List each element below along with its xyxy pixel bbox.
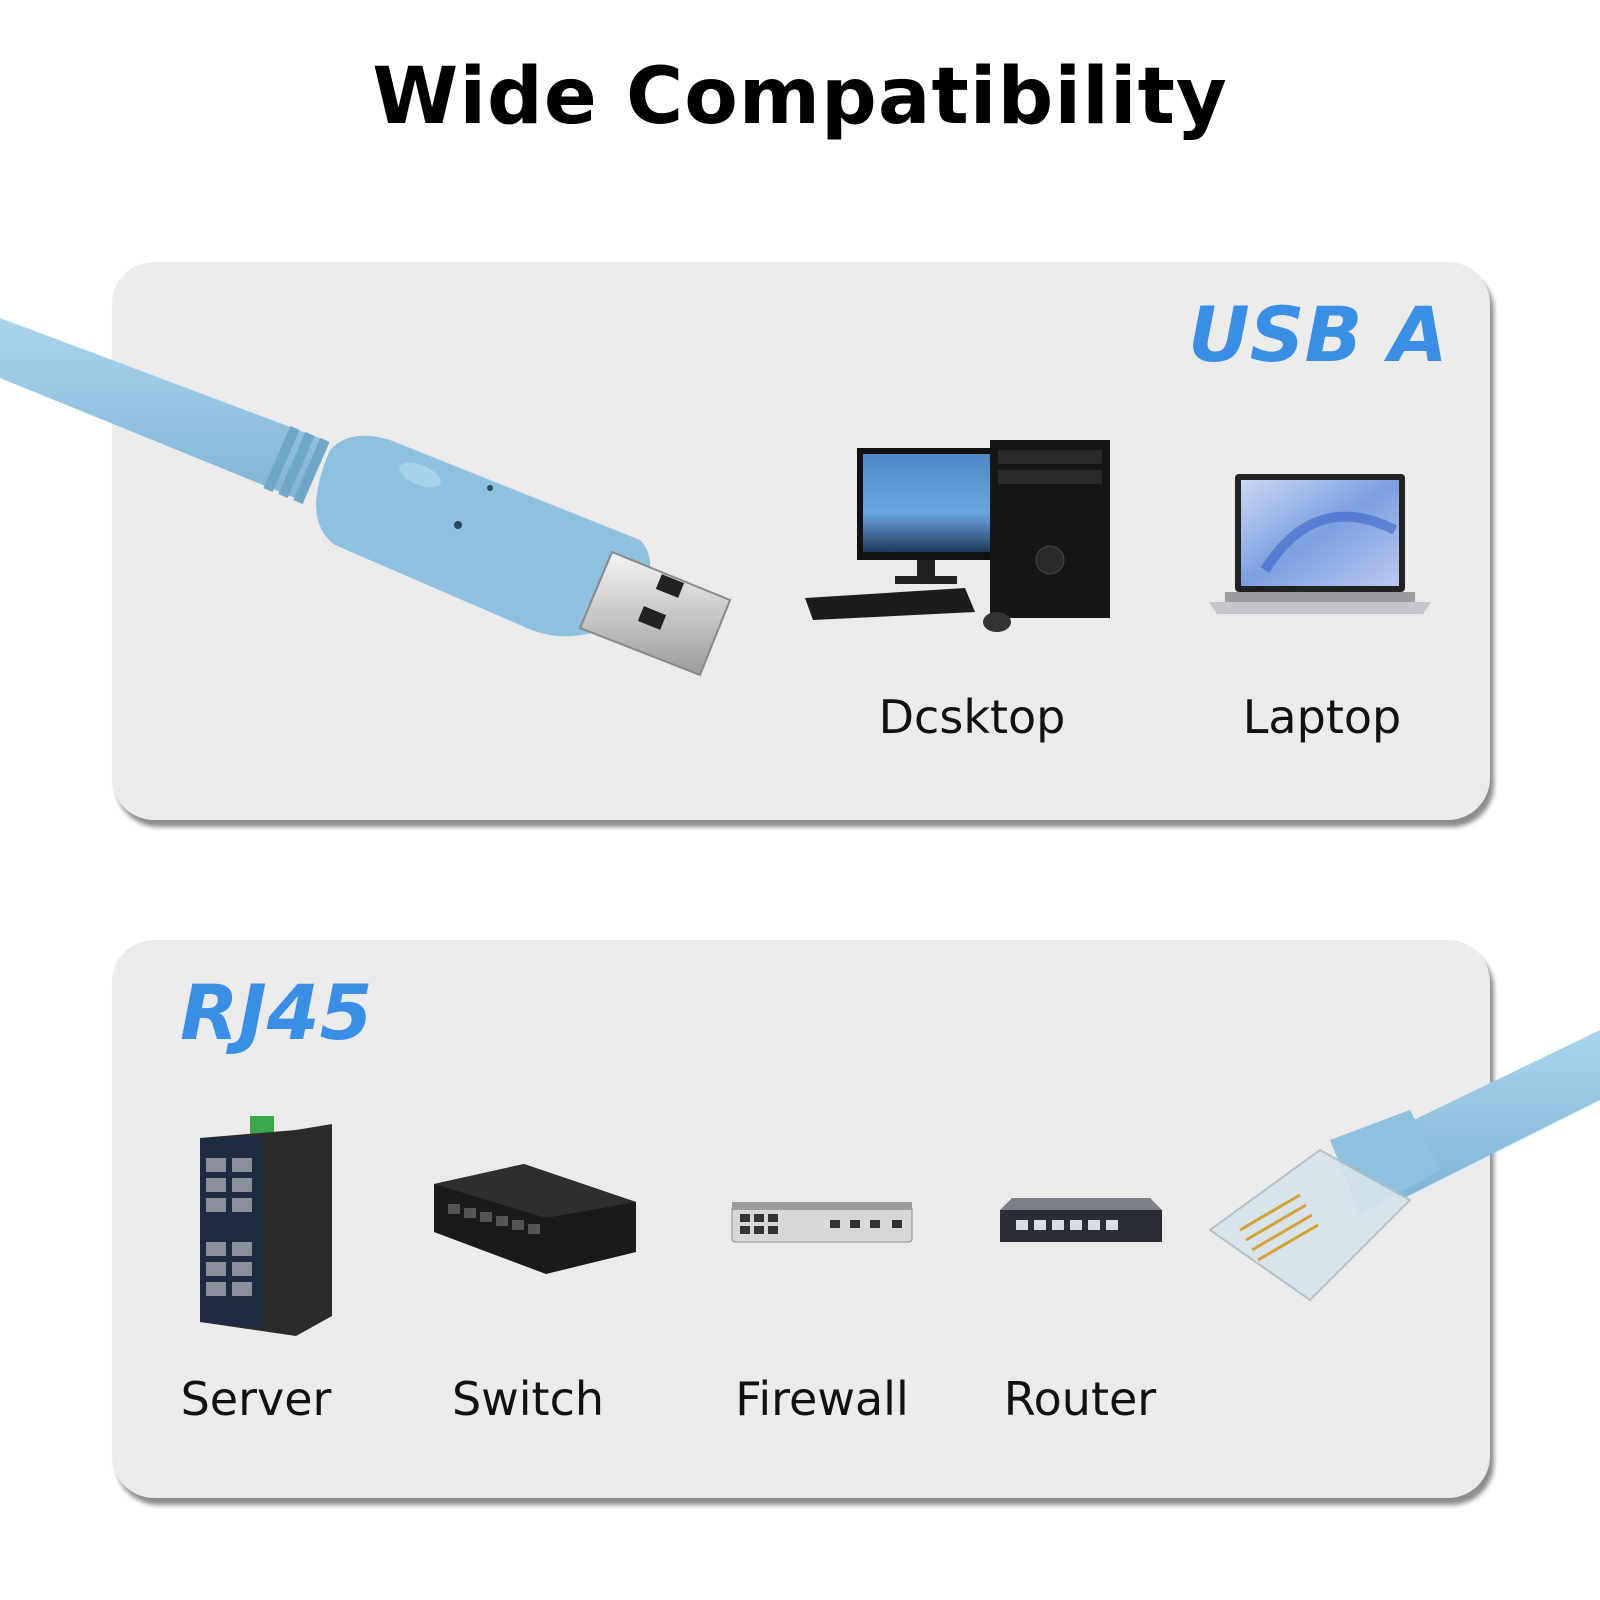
page-title: Wide Compatibility [372,52,1228,142]
router-icon [1000,1198,1162,1242]
device-label-server: Server [180,1372,332,1426]
device-label-laptop: Laptop [1242,690,1402,744]
laptop-icon [1209,474,1431,614]
usb-cable-icon [0,318,732,677]
server-icon [200,1116,332,1336]
device-label-firewall: Firewall [735,1372,909,1426]
device-label-desktop: Dcsktop [878,690,1066,744]
rj45-heading: RJ45 [180,968,373,1057]
rj45-cable-icon [1208,1030,1600,1302]
usb-a-heading: USB A [1188,290,1448,379]
device-label-router: Router [1003,1372,1157,1426]
firewall-icon [731,1202,913,1243]
desktop-computer-icon [805,440,1110,632]
switch-icon [434,1164,636,1274]
device-label-switch: Switch [451,1372,605,1426]
